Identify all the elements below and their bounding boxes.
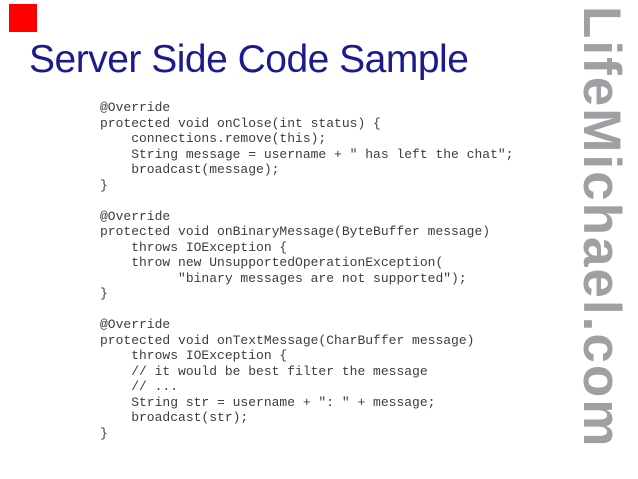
red-square-logo xyxy=(9,4,37,32)
slide-title: Server Side Code Sample xyxy=(29,38,469,81)
lifemichael-watermark: LifeMichael.com xyxy=(572,6,631,449)
java-code-block: @Override protected void onClose(int sta… xyxy=(100,100,514,441)
